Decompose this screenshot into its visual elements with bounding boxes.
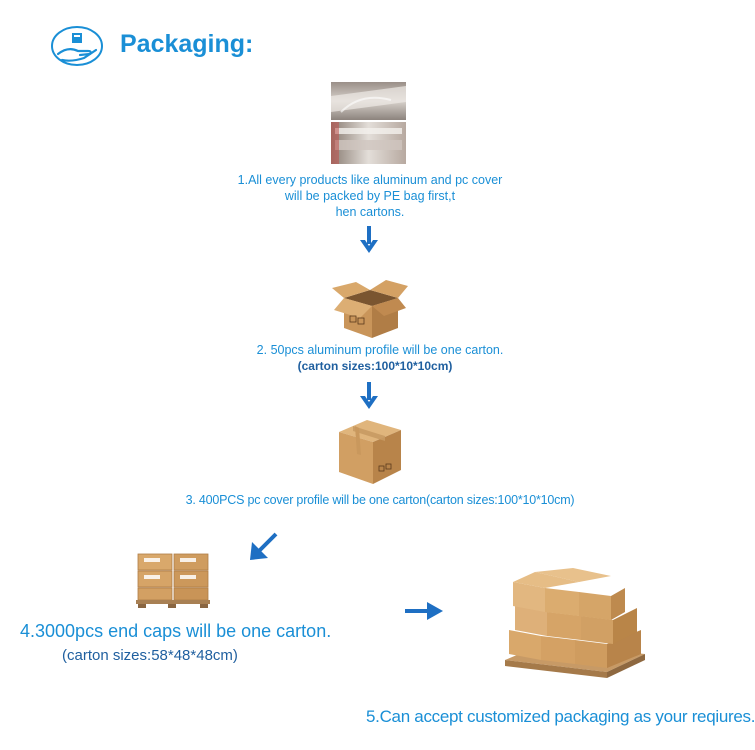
arrow-down-left-icon [246, 530, 280, 564]
page-title: Packaging: [120, 30, 254, 58]
step-4-line-1: 4.3000pcs end caps will be one carton. [20, 621, 332, 641]
step-1-line-3: hen cartons. [335, 205, 405, 219]
step-1-line-1: 1.All every products like aluminum and p… [237, 173, 503, 187]
pe-bag-photo [331, 82, 406, 164]
open-carton-image [330, 276, 410, 340]
step-4-line-2: (carton sizes:58*48*48cm) [62, 647, 238, 664]
stacked-cartons-pallet-image [495, 568, 655, 678]
step-5-line-1: 5.Can accept customized packaging as you… [366, 707, 755, 726]
closed-carton-image [335, 414, 405, 486]
arrow-right-icon [405, 600, 445, 622]
step-2-line-2: (carton sizes:100*10*10cm) [297, 359, 453, 373]
hand-holding-box-icon [50, 24, 104, 68]
arrow-down-icon [359, 382, 379, 410]
step-1-line-2: will be packed by PE bag first,t [284, 189, 456, 203]
step-2-line-1: 2. 50pcs aluminum profile will be one ca… [256, 343, 504, 357]
arrow-down-icon [359, 226, 379, 254]
step-3-line-1: 3. 400PCS pc cover profile will be one c… [185, 493, 575, 507]
pallet-cartons-image [134, 546, 212, 608]
